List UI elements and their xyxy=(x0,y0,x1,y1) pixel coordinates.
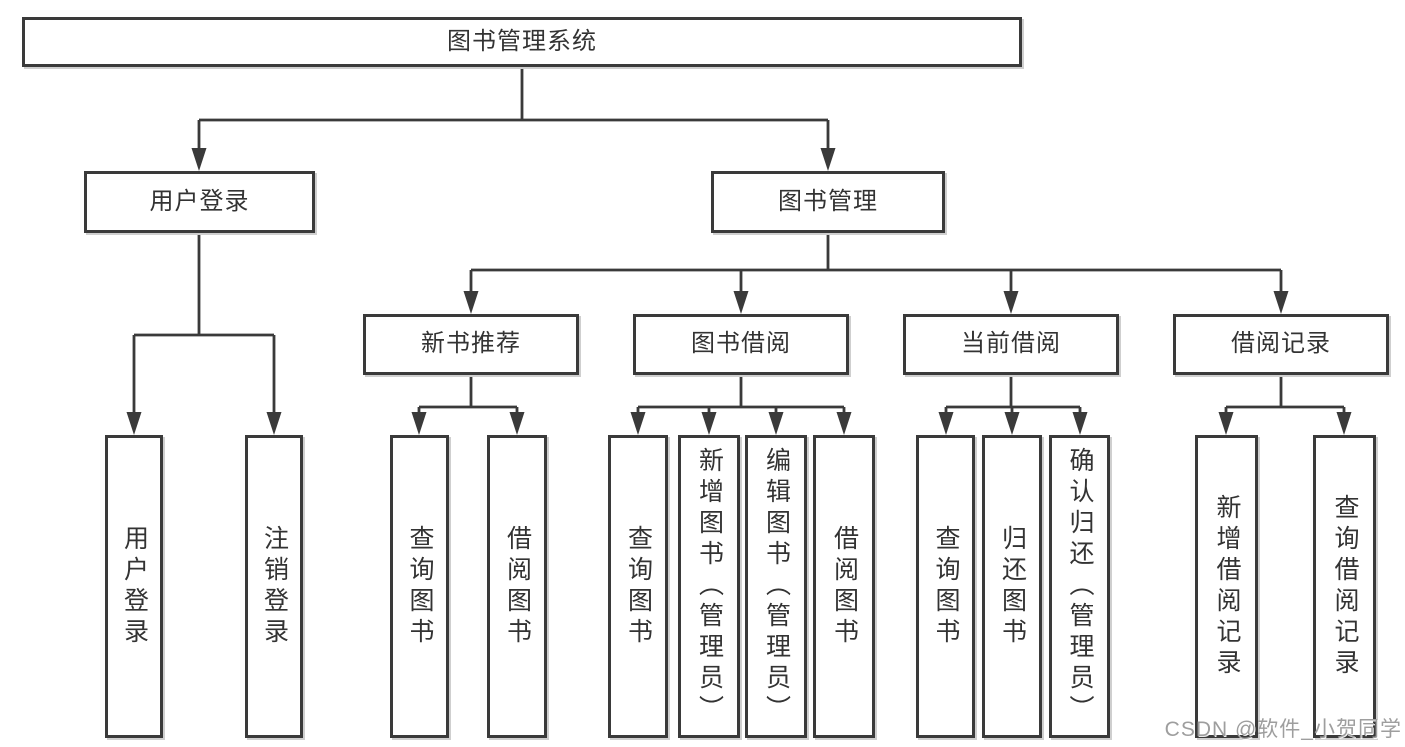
edge-book-borrow-to-leaves xyxy=(636,374,846,416)
edge-user-login-to-leaves xyxy=(132,232,276,417)
csdn-watermark: CSDN @软件_小贺同学 xyxy=(1164,718,1402,741)
edge-borrow-records-to-leaves xyxy=(1224,374,1346,416)
node-book-management: 图书管理 xyxy=(711,171,945,233)
leaf-records-query-record: 查询借阅记录 xyxy=(1313,435,1376,738)
leaf-borrow-query-books: 查询图书 xyxy=(608,435,668,738)
leaf-recommend-query-books: 查询图书 xyxy=(390,435,449,738)
leaf-current-query-books: 查询图书 xyxy=(916,435,975,738)
leaf-logout: 注销登录 xyxy=(245,435,303,738)
leaf-current-confirm-return-admin: 确认归还（管理员） xyxy=(1049,435,1110,738)
node-borrow-records: 借阅记录 xyxy=(1173,314,1389,375)
node-root-system: 图书管理系统 xyxy=(22,17,1022,67)
leaf-user-login: 用户登录 xyxy=(105,435,163,738)
leaf-borrow-borrow-books: 借阅图书 xyxy=(813,435,875,738)
leaf-current-return-books: 归还图书 xyxy=(982,435,1042,738)
edge-current-borrow-to-leaves xyxy=(944,374,1082,416)
edge-new-book-recommend-to-leaves xyxy=(417,374,519,416)
node-user-login: 用户登录 xyxy=(84,171,315,233)
leaf-borrow-edit-books-admin: 编辑图书（管理员） xyxy=(745,435,807,738)
node-current-borrow: 当前借阅 xyxy=(903,314,1119,375)
leaf-recommend-borrow-books: 借阅图书 xyxy=(487,435,547,738)
leaf-borrow-add-books-admin: 新增图书（管理员） xyxy=(678,435,740,738)
edge-root-to-level2 xyxy=(197,67,830,151)
leaf-records-add-record: 新增借阅记录 xyxy=(1195,435,1258,738)
node-book-borrow: 图书借阅 xyxy=(633,314,849,375)
edge-book-mgmt-to-level3 xyxy=(469,232,1283,294)
node-new-book-recommend: 新书推荐 xyxy=(363,314,579,375)
